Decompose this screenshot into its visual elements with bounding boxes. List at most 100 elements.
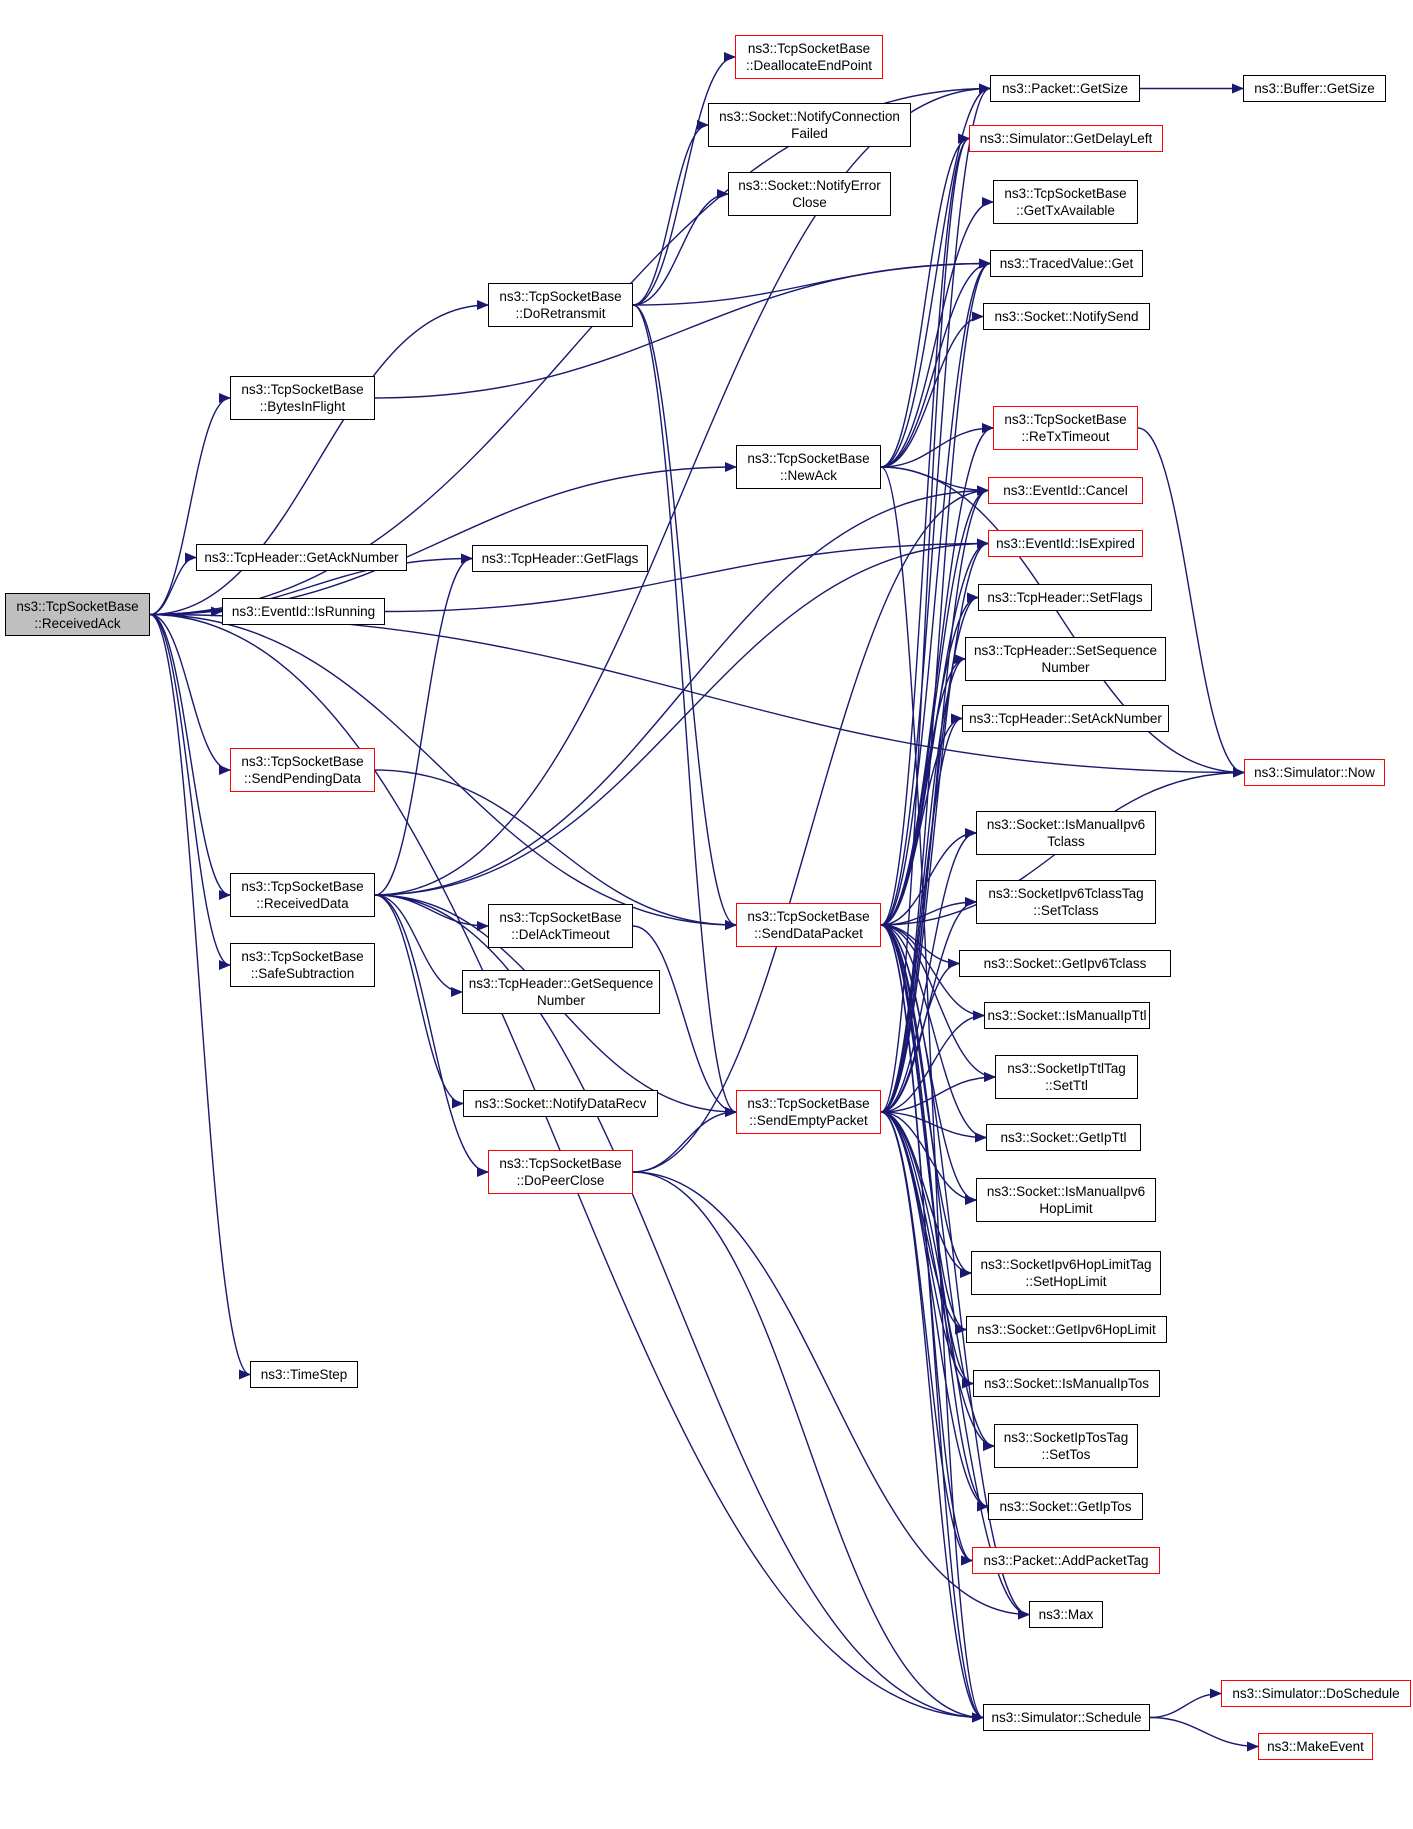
- node-make-event[interactable]: ns3::MakeEvent: [1258, 1733, 1373, 1760]
- node-received-ack: ns3::TcpSocketBase ::ReceivedAck: [5, 593, 150, 636]
- node-traced-value-get[interactable]: ns3::TracedValue::Get: [990, 250, 1143, 277]
- node-simulator-schedule[interactable]: ns3::Simulator::Schedule: [983, 1704, 1150, 1731]
- node-time-step[interactable]: ns3::TimeStep: [250, 1361, 358, 1388]
- node-get-sequence-number[interactable]: ns3::TcpHeader::GetSequence Number: [462, 970, 660, 1014]
- node-deallocate-end-point[interactable]: ns3::TcpSocketBase ::DeallocateEndPoint: [735, 35, 883, 79]
- edge-newAck-to-getDelayLeft: [880, 133, 970, 468]
- node-is-manual-ipv6-hop-limit[interactable]: ns3::Socket::IsManualIpv6 HopLimit: [976, 1178, 1156, 1222]
- node-notify-error-close[interactable]: ns3::Socket::NotifyError Close: [728, 172, 891, 216]
- edge-sendEmptyPacket-to-isManualIpv6HopLimit: [880, 1111, 977, 1205]
- node-get-tx-available[interactable]: ns3::TcpSocketBase ::GetTxAvailable: [993, 180, 1138, 224]
- edge-sendEmptyPacket-to-getIpv6HopLimit: [880, 1111, 967, 1335]
- edge-sendDataPacket-to-max: [880, 924, 1030, 1620]
- edge-receivedAck-to-doRetransmit: [149, 300, 489, 616]
- node-del-ack-timeout[interactable]: ns3::TcpSocketBase ::DelAckTimeout: [488, 904, 633, 948]
- node-is-manual-ipv6-tclass[interactable]: ns3::Socket::IsManualIpv6 Tclass: [976, 811, 1156, 855]
- node-send-empty-packet[interactable]: ns3::TcpSocketBase ::SendEmptyPacket: [736, 1090, 881, 1134]
- edge-sendEmptyPacket-to-schedule: [880, 1111, 984, 1723]
- node-simulator-now[interactable]: ns3::Simulator::Now: [1244, 759, 1385, 786]
- node-get-ip-tos[interactable]: ns3::Socket::GetIpTos: [988, 1493, 1143, 1520]
- edge-reTxTimeout-to-now: [1137, 427, 1245, 778]
- edge-sendDataPacket-to-ipTtlSetTtl: [880, 924, 996, 1082]
- node-add-packet-tag[interactable]: ns3::Packet::AddPacketTag: [972, 1547, 1160, 1574]
- edge-newAck-to-now: [880, 466, 1245, 778]
- edge-sendEmptyPacket-to-tracedValueGet: [880, 258, 991, 1113]
- node-do-peer-close[interactable]: ns3::TcpSocketBase ::DoPeerClose: [488, 1150, 633, 1194]
- edge-sendEmptyPacket-to-getIpTos: [880, 1111, 989, 1512]
- edge-sendDataPacket-to-schedule: [880, 924, 984, 1723]
- edge-sendDataPacket-to-tracedValueGet: [880, 258, 991, 926]
- edge-sendDataPacket-to-getIpTtl: [880, 924, 987, 1143]
- edge-doRetransmit-to-sendDataPacket: [632, 304, 737, 930]
- node-packet-get-size[interactable]: ns3::Packet::GetSize: [990, 75, 1140, 102]
- edge-sendEmptyPacket-to-isExpired: [880, 538, 989, 1113]
- node-get-ack-number[interactable]: ns3::TcpHeader::GetAckNumber: [196, 544, 407, 571]
- node-get-flags[interactable]: ns3::TcpHeader::GetFlags: [472, 545, 648, 572]
- node-re-tx-timeout[interactable]: ns3::TcpSocketBase ::ReTxTimeout: [993, 406, 1138, 450]
- edge-receivedData-to-isExpired: [374, 538, 989, 896]
- node-get-ip-ttl[interactable]: ns3::Socket::GetIpTtl: [986, 1124, 1141, 1151]
- node-ip-tos-tag-set-tos[interactable]: ns3::SocketIpTosTag ::SetTos: [994, 1424, 1138, 1468]
- edge-receivedData-to-doPeerClose: [374, 894, 489, 1177]
- node-notify-data-recv[interactable]: ns3::Socket::NotifyDataRecv: [463, 1090, 658, 1117]
- edge-newAck-to-notifySend: [880, 311, 984, 468]
- edge-sendEmptyPacket-to-setAckNumber: [880, 713, 963, 1113]
- node-do-retransmit[interactable]: ns3::TcpSocketBase ::DoRetransmit: [488, 283, 633, 327]
- edge-receivedAck-to-sendPendingData: [149, 613, 231, 775]
- node-ipv6-tclass-tag-set-tclass[interactable]: ns3::SocketIpv6TclassTag ::SetTclass: [976, 880, 1156, 924]
- node-is-manual-ip-tos[interactable]: ns3::Socket::IsManualIpTos: [973, 1370, 1160, 1397]
- edge-receivedAck-to-receivedData: [149, 613, 231, 900]
- edge-sendDataPacket-to-ipTosSetTos: [880, 924, 995, 1451]
- edge-schedule-to-doSchedule: [1149, 1688, 1222, 1719]
- node-set-sequence-number[interactable]: ns3::TcpHeader::SetSequence Number: [965, 637, 1166, 681]
- edge-doRetransmit-to-deallocate: [632, 52, 736, 306]
- node-get-delay-left[interactable]: ns3::Simulator::GetDelayLeft: [969, 125, 1163, 152]
- node-send-pending-data[interactable]: ns3::TcpSocketBase ::SendPendingData: [230, 748, 375, 792]
- edge-delAckTimeout-to-sendEmptyPacket: [632, 925, 737, 1117]
- node-safe-subtraction[interactable]: ns3::TcpSocketBase ::SafeSubtraction: [230, 943, 375, 987]
- node-notify-send[interactable]: ns3::Socket::NotifySend: [983, 303, 1150, 330]
- edge-doPeerClose-to-schedule: [632, 1171, 984, 1723]
- node-hop-limit-tag-set-hop-limit[interactable]: ns3::SocketIpv6HopLimitTag ::SetHopLimit: [971, 1251, 1161, 1295]
- edge-doPeerClose-to-max: [632, 1171, 1030, 1620]
- node-is-manual-ip-ttl[interactable]: ns3::Socket::IsManualIpTtl: [984, 1002, 1150, 1029]
- edge-doRetransmit-to-sendEmptyPacket: [632, 304, 737, 1117]
- edge-receivedAck-to-safeSubtraction: [149, 613, 231, 970]
- edge-sendEmptyPacket-to-getDelayLeft: [880, 133, 970, 1113]
- node-ip-ttl-tag-set-ttl[interactable]: ns3::SocketIpTtlTag ::SetTtl: [995, 1055, 1138, 1099]
- edge-receivedData-to-packetGetSize: [374, 83, 991, 896]
- node-set-flags[interactable]: ns3::TcpHeader::SetFlags: [978, 584, 1152, 611]
- edge-sendEmptyPacket-to-getIpv6Tclass: [880, 958, 960, 1113]
- edge-sendDataPacket-to-ipv6TclassSetTclass: [880, 897, 977, 926]
- edge-sendEmptyPacket-to-isManualIpTtl: [880, 1010, 985, 1113]
- node-buffer-get-size[interactable]: ns3::Buffer::GetSize: [1243, 75, 1386, 102]
- edge-bytesInFlight-to-tracedValueGet: [374, 258, 991, 399]
- node-event-is-expired[interactable]: ns3::EventId::IsExpired: [988, 530, 1143, 557]
- edge-sendEmptyPacket-to-ipTtlSetTtl: [880, 1072, 996, 1113]
- edge-sendDataPacket-to-setAckNumber: [880, 713, 963, 926]
- node-bytes-in-flight[interactable]: ns3::TcpSocketBase ::BytesInFlight: [230, 376, 375, 420]
- edge-sendEmptyPacket-to-getIpTtl: [880, 1111, 987, 1143]
- node-received-data[interactable]: ns3::TcpSocketBase ::ReceivedData: [230, 873, 375, 917]
- edge-receivedData-to-getFlags: [374, 553, 473, 896]
- edge-receivedData-to-notifyDataRecv: [374, 894, 464, 1109]
- node-notify-connection-failed[interactable]: ns3::Socket::NotifyConnection Failed: [708, 103, 911, 147]
- edge-receivedAck-to-getAckNumber: [149, 552, 197, 616]
- edge-schedule-to-makeEvent: [1149, 1716, 1259, 1752]
- edge-newAck-to-packetGetSize: [880, 83, 991, 468]
- node-is-running[interactable]: ns3::EventId::IsRunning: [222, 598, 385, 625]
- edge-receivedAck-to-bytesInFlight: [149, 393, 231, 616]
- node-get-ipv6-hop-limit[interactable]: ns3::Socket::GetIpv6HopLimit: [966, 1316, 1167, 1343]
- edge-sendEmptyPacket-to-isManualIpv6Tclass: [880, 828, 977, 1113]
- node-max[interactable]: ns3::Max: [1029, 1601, 1103, 1628]
- node-event-cancel[interactable]: ns3::EventId::Cancel: [988, 477, 1143, 504]
- edge-sendEmptyPacket-to-ipTosSetTos: [880, 1111, 995, 1451]
- node-set-ack-number[interactable]: ns3::TcpHeader::SetAckNumber: [962, 705, 1169, 732]
- node-simulator-do-schedule[interactable]: ns3::Simulator::DoSchedule: [1221, 1680, 1411, 1707]
- edge-receivedAck-to-packetGetSize: [149, 83, 991, 616]
- node-get-ipv6-tclass[interactable]: ns3::Socket::GetIpv6Tclass: [959, 950, 1171, 977]
- node-new-ack[interactable]: ns3::TcpSocketBase ::NewAck: [736, 445, 881, 489]
- node-send-data-packet[interactable]: ns3::TcpSocketBase ::SendDataPacket: [736, 903, 881, 947]
